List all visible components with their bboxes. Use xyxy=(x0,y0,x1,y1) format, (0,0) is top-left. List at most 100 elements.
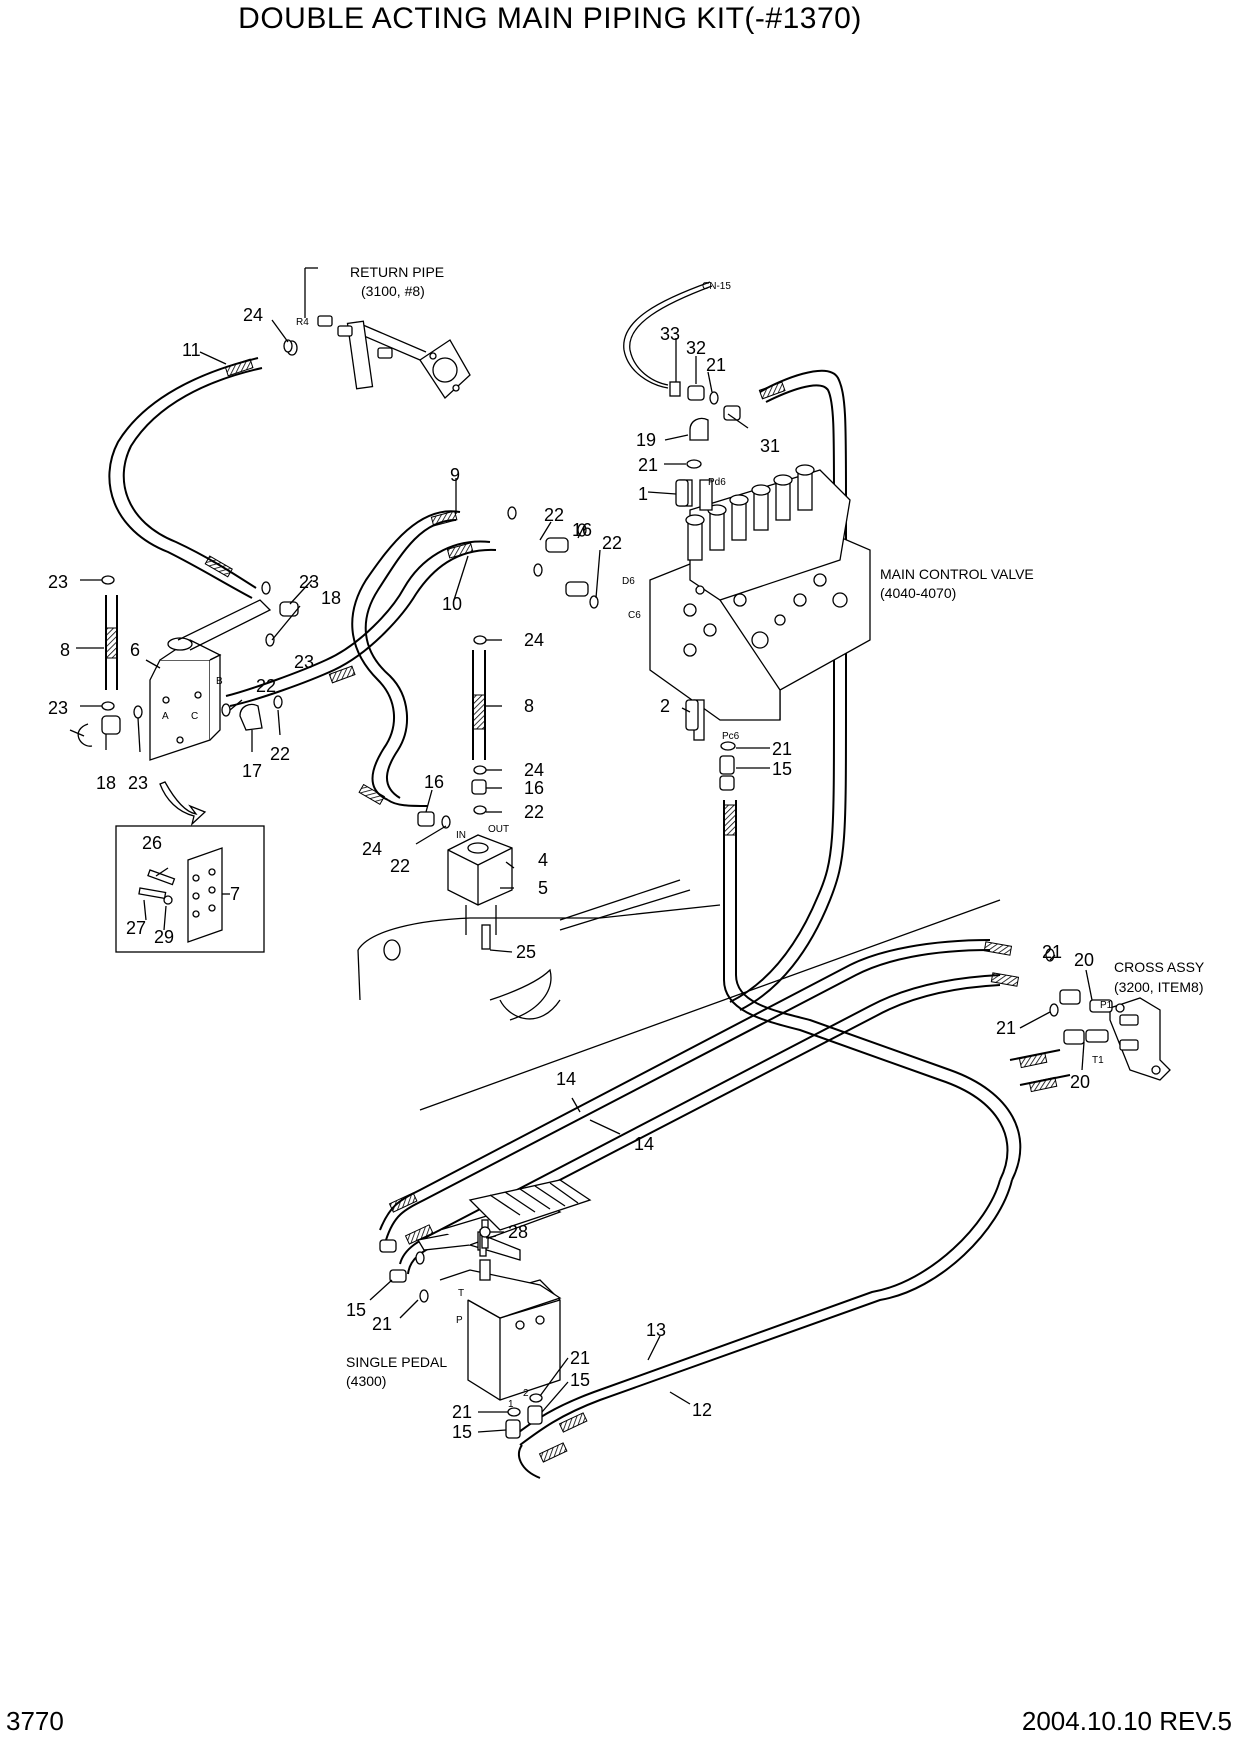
callout-number: 13 xyxy=(646,1320,666,1340)
callout-number: 19 xyxy=(636,430,656,450)
callout-number: 21 xyxy=(772,739,792,759)
callout-number: 32 xyxy=(686,338,706,358)
callout-number: 23 xyxy=(128,773,148,793)
callout-number: 16 xyxy=(524,778,544,798)
callout-number: 28 xyxy=(508,1222,528,1242)
callout-number: 8 xyxy=(524,696,534,716)
fittings xyxy=(101,339,1085,1439)
port-label: P1 xyxy=(1100,1000,1113,1011)
callouts: 24 11 33 32 21 19 31 21 1 9 22 16 22 23 … xyxy=(48,305,1094,1442)
callout-number: 11 xyxy=(182,340,201,360)
callout-number: 8 xyxy=(60,640,70,660)
callout-number: 16 xyxy=(572,520,592,540)
inset-detail xyxy=(115,781,265,953)
port-label: C6 xyxy=(628,610,641,621)
return-pipe-flange xyxy=(286,267,471,399)
port-label: B xyxy=(216,676,223,687)
port-label: 2 xyxy=(523,1388,529,1399)
callout-number: 12 xyxy=(692,1400,712,1420)
page-title: DOUBLE ACTING MAIN PIPING KIT(-#1370) xyxy=(238,2,862,35)
port-label: Pc6 xyxy=(722,731,740,742)
callout-number: 1 xyxy=(638,484,648,504)
callout-number: 21 xyxy=(372,1314,392,1334)
note-cross-assy: CROSS ASSY xyxy=(1114,959,1205,975)
callout-number: 31 xyxy=(760,436,780,456)
callout-number: 22 xyxy=(256,676,276,696)
note-return-pipe-ref: (3100, #8) xyxy=(361,283,425,299)
callout-number: 7 xyxy=(230,884,240,904)
callout-number: 10 xyxy=(442,594,462,614)
port-label: R4 xyxy=(296,317,309,328)
main-control-valve xyxy=(649,464,871,741)
port-label: D6 xyxy=(622,576,635,587)
callout-number: 15 xyxy=(346,1300,366,1320)
callout-number: 23 xyxy=(48,572,68,592)
callout-number: 29 xyxy=(154,927,174,947)
note-main-control-valve-ref: (4040-4070) xyxy=(880,585,956,601)
callout-number: 22 xyxy=(602,533,622,553)
port-label: T1 xyxy=(1092,1055,1104,1066)
chassis-outline xyxy=(69,723,1001,1111)
single-pedal xyxy=(416,1179,592,1401)
note-main-control-valve: MAIN CONTROL VALVE xyxy=(880,566,1034,582)
port-label: 1 xyxy=(508,1399,514,1410)
callout-number: 27 xyxy=(126,918,146,938)
port-label: A xyxy=(162,711,169,722)
callout-number: 24 xyxy=(243,305,263,325)
block-4 xyxy=(447,834,513,950)
callout-number: 18 xyxy=(96,773,116,793)
callout-number: 16 xyxy=(424,772,444,792)
notes: RETURN PIPE (3100, #8) MAIN CONTROL VALV… xyxy=(346,264,1205,1389)
callout-number: 2 xyxy=(660,696,670,716)
callout-number: 21 xyxy=(638,455,658,475)
callout-number: 22 xyxy=(390,856,410,876)
leader-lines xyxy=(76,319,1093,1433)
callout-number: 14 xyxy=(634,1134,654,1154)
callout-number: 6 xyxy=(130,640,140,660)
callout-number: 22 xyxy=(524,802,544,822)
callout-number: 15 xyxy=(772,759,792,779)
port-label: IN xyxy=(456,830,466,841)
port-label: P xyxy=(456,1315,463,1326)
callout-number: 21 xyxy=(706,355,726,375)
note-single-pedal: SINGLE PEDAL xyxy=(346,1354,447,1370)
callout-number: 33 xyxy=(660,324,680,344)
callout-number: 21 xyxy=(452,1402,472,1422)
callout-number: 20 xyxy=(1074,950,1094,970)
block-assembly xyxy=(149,599,272,761)
note-single-pedal-ref: (4300) xyxy=(346,1373,386,1389)
port-labels: CN-15 R4 Pd6 Pc6 D6 C6 A B C IN OUT P T … xyxy=(162,281,1113,1410)
callout-number: 21 xyxy=(1042,942,1062,962)
callout-number: 17 xyxy=(242,761,262,781)
callout-number: 22 xyxy=(544,505,564,525)
callout-number: 23 xyxy=(299,572,319,592)
page-number: 3770 xyxy=(6,1706,64,1736)
port-label: CN-15 xyxy=(702,281,731,292)
callout-number: 15 xyxy=(570,1370,590,1390)
callout-number: 24 xyxy=(524,760,544,780)
callout-number: 18 xyxy=(321,588,341,608)
callout-number: 20 xyxy=(1070,1072,1090,1092)
callout-number: 25 xyxy=(516,942,536,962)
port-label: Pd6 xyxy=(708,477,726,488)
callout-number: 22 xyxy=(270,744,290,764)
note-return-pipe: RETURN PIPE xyxy=(350,264,444,280)
callout-number: 21 xyxy=(996,1018,1016,1038)
callout-number: 23 xyxy=(48,698,68,718)
port-label: OUT xyxy=(488,824,509,835)
callout-number: 24 xyxy=(524,630,544,650)
port-label: C xyxy=(191,711,198,722)
revision-info: 2004.10.10 REV.5 xyxy=(1021,1706,1232,1736)
hose-fittings xyxy=(105,358,1058,1463)
port-label: T xyxy=(458,1288,464,1299)
callout-number: 15 xyxy=(452,1422,472,1442)
callout-number: 5 xyxy=(538,878,548,898)
note-cross-assy-ref: (3200, ITEM8) xyxy=(1114,979,1203,995)
callout-number: 21 xyxy=(570,1348,590,1368)
callout-number: 24 xyxy=(362,839,382,859)
callout-number: 23 xyxy=(294,652,314,672)
callout-number: 4 xyxy=(538,850,548,870)
callout-number: 26 xyxy=(142,833,162,853)
callout-number: 9 xyxy=(450,465,460,485)
